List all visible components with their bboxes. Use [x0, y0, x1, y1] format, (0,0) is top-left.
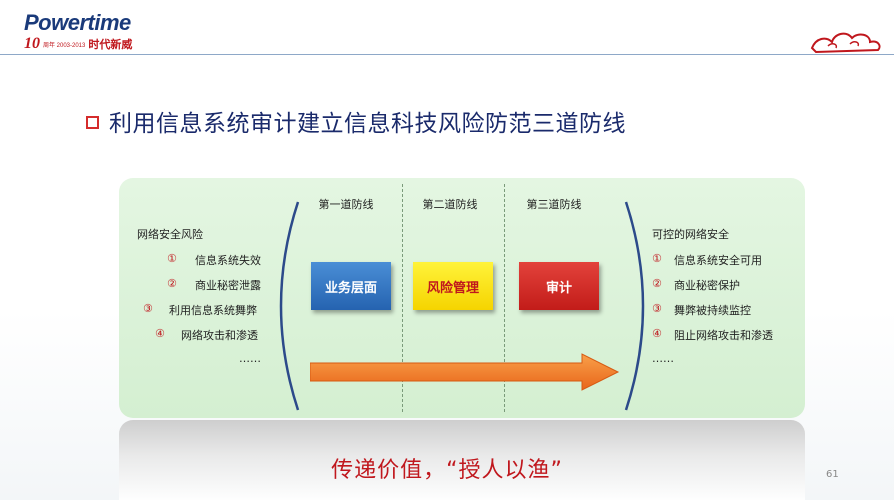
business-level-box: 业务层面	[311, 262, 391, 310]
logo-brand: Powertime	[24, 10, 131, 35]
slide-title-text: 利用信息系统审计建立信息科技风险防范三道防线	[109, 111, 626, 137]
control-heading: 可控的网络安全	[652, 228, 729, 241]
left-bracket-icon	[279, 201, 300, 411]
logo-ten: 10	[24, 35, 40, 52]
list-item-text: 商业秘密保护	[674, 279, 740, 292]
list-item-text: 信息系统失效	[195, 254, 261, 267]
list-item-number: ①	[652, 252, 662, 265]
list-item-number: ④	[155, 327, 165, 340]
list-item-number: ③	[652, 302, 662, 315]
logo: Powertime 10 周年 2003-2013 时代新威	[24, 12, 132, 52]
logo-tagline: 时代新威	[88, 38, 133, 51]
list-item-number: ②	[167, 277, 177, 290]
list-item: ② 商业秘密泄露	[137, 277, 261, 302]
list-item-text: 阻止网络攻击和渗透	[674, 329, 773, 342]
list-item-text: 舞弊被持续监控	[674, 304, 751, 317]
column-divider	[402, 184, 403, 412]
risk-list: 网络安全风险 ① 信息系统失效 ② 商业秘密泄露 ③ 利用信息系统舞弊 ④ 网络…	[137, 226, 261, 377]
list-item-number: ②	[652, 277, 662, 290]
list-item: ① 信息系统安全可用	[652, 252, 773, 277]
list-item: ④ 网络攻击和渗透	[137, 327, 261, 352]
list-item-text: 商业秘密泄露	[195, 279, 261, 292]
column-heading-third: 第三道防线	[526, 198, 582, 211]
checkbox-bullet-icon	[86, 115, 99, 129]
slide-title: 利用信息系统审计建立信息科技风险防范三道防线	[86, 104, 626, 138]
column-heading-second: 第二道防线	[422, 198, 478, 211]
list-item-text: 网络攻击和渗透	[181, 329, 258, 342]
list-item-number: ①	[167, 252, 177, 265]
right-bracket-icon	[624, 201, 645, 411]
list-item-more: ……	[239, 352, 261, 365]
list-item-text: 利用信息系统舞弊	[169, 304, 257, 317]
audit-box: 审计	[519, 262, 599, 310]
list-item: ③ 利用信息系统舞弊	[137, 302, 261, 327]
slogan: 传递价值，“授人以渔”	[331, 458, 563, 483]
list-item-text: 信息系统安全可用	[674, 254, 762, 267]
logo-years: 周年 2003-2013	[43, 42, 86, 49]
control-list: 可控的网络安全 ① 信息系统安全可用 ② 商业秘密保护 ③ 舞弊被持续监控 ④ …	[652, 226, 773, 377]
list-item-more: ……	[652, 352, 674, 365]
list-item: ① 信息系统失效	[137, 252, 261, 277]
page-number: 61	[826, 469, 839, 480]
header-divider	[0, 54, 894, 55]
list-item: ② 商业秘密保护	[652, 277, 773, 302]
logo-sub: 10 周年 2003-2013 时代新威	[24, 36, 132, 52]
cloud-ornament-icon	[810, 32, 881, 54]
panel-reflection	[119, 420, 805, 500]
list-item-number: ④	[652, 327, 662, 340]
column-heading-first: 第一道防线	[318, 198, 374, 211]
column-divider	[504, 184, 505, 412]
progress-arrow-icon	[310, 353, 620, 391]
risk-heading: 网络安全风险	[137, 228, 203, 241]
list-item-number: ③	[143, 302, 153, 315]
list-item: ③ 舞弊被持续监控	[652, 302, 773, 327]
risk-management-box: 风险管理	[413, 262, 493, 310]
list-item: ④ 阻止网络攻击和渗透	[652, 327, 773, 352]
